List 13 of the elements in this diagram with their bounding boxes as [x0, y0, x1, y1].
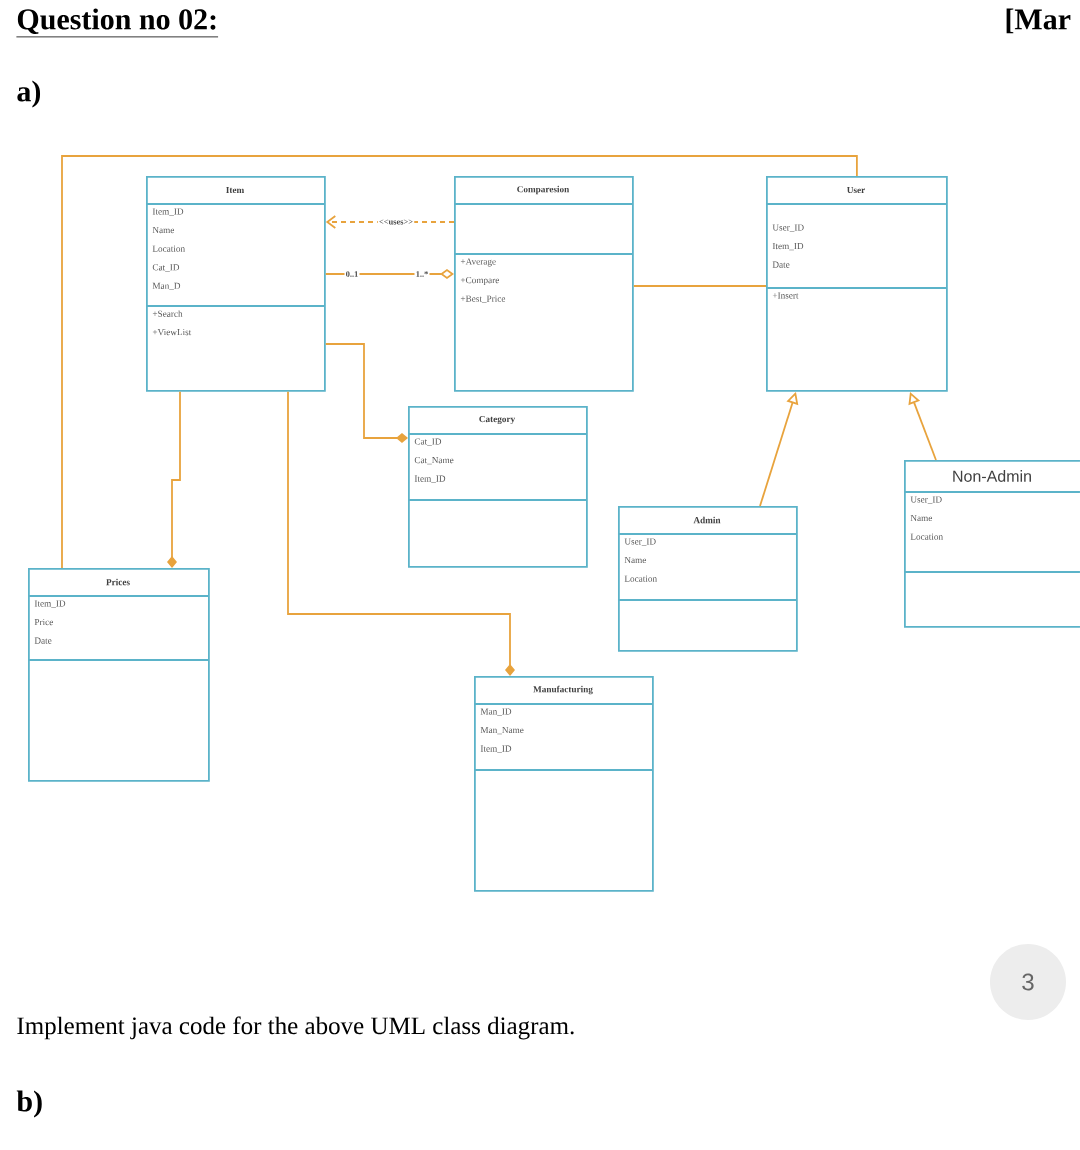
connector — [61, 155, 858, 569]
page-number-badge: 3 — [990, 944, 1066, 1020]
connector — [632, 285, 767, 287]
marks-label: [Mar — [1006, 8, 1071, 34]
connector — [325, 215, 455, 229]
connector — [324, 343, 408, 443]
connector — [287, 390, 515, 676]
heading: Question no 02: — [16, 8, 219, 38]
part-label: a) — [17, 80, 41, 108]
part-label: b) — [16, 1090, 42, 1118]
connector — [324, 269, 454, 279]
connector — [167, 390, 181, 568]
instruction-text: Implement java code for the above UML class diagram. — [17, 1016, 574, 1040]
